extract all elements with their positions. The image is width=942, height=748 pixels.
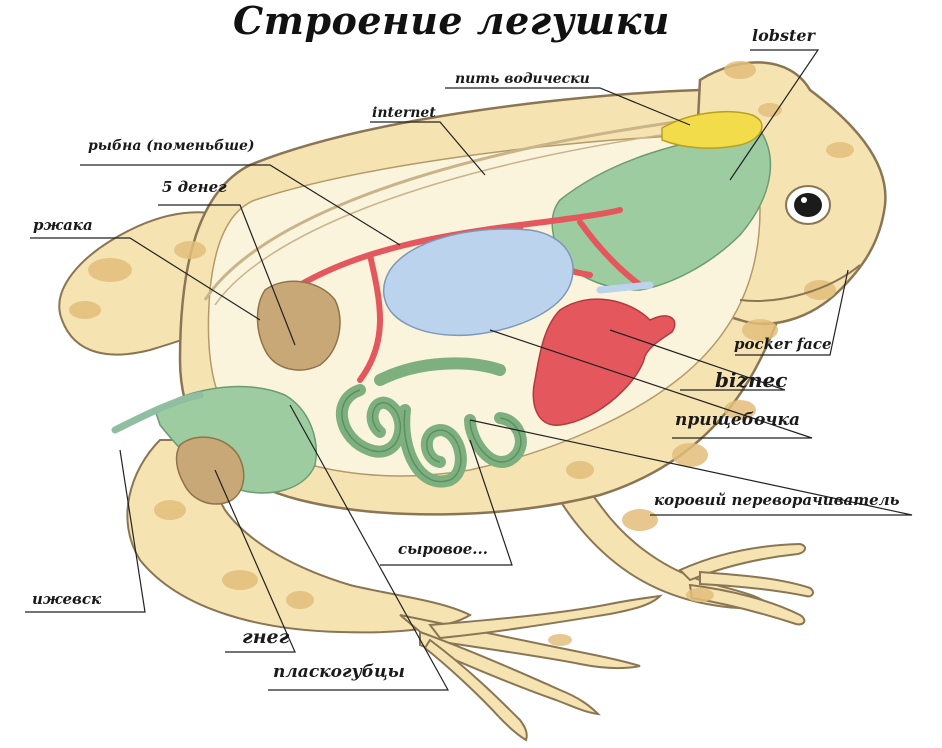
page-title: Строение легушки [233, 0, 670, 43]
label-internet: internet [372, 106, 436, 120]
label-prishchebochka: прищебочка [675, 412, 800, 429]
label-pit-vodicheski: пить водически [455, 72, 590, 86]
label-izhevsk: ижевск [32, 592, 101, 607]
label-pyat-deneg: 5 денег [162, 180, 227, 195]
pupil [794, 193, 822, 217]
label-syrovoe: сыровое... [398, 542, 488, 557]
label-pocker-face: pocker face [734, 337, 832, 352]
label-biznec: biznec [715, 370, 787, 390]
label-rzhaka: ржака [33, 218, 93, 233]
label-korovii-perevorachivatel: коровий переворачиватель [654, 493, 900, 508]
pipe [600, 285, 650, 290]
label-rybna: рыбна (поменьбше) [88, 139, 255, 153]
front-foot [680, 544, 813, 624]
label-plaskogubcy: пласкогубцы [273, 664, 405, 681]
label-lobster: lobster [752, 28, 815, 44]
label-gneg: гнег [242, 628, 289, 647]
kidney [258, 281, 341, 370]
